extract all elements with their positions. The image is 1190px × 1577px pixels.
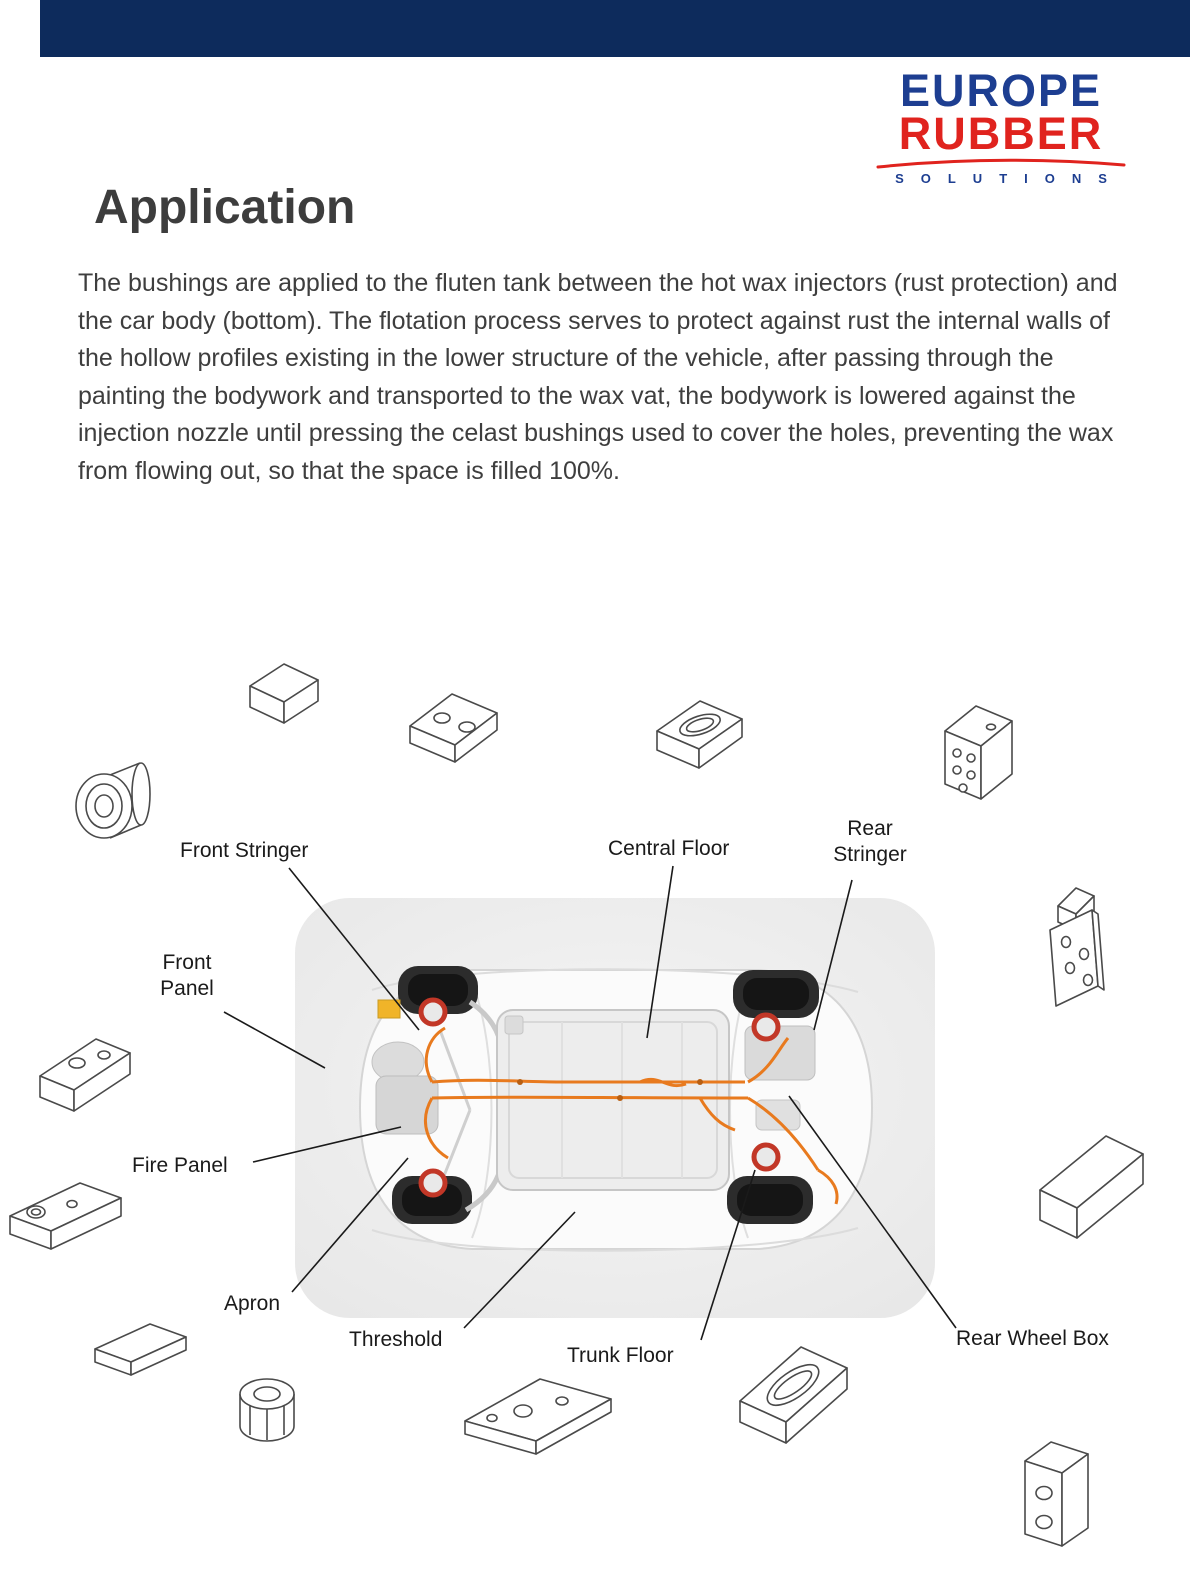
slotted-block-sketch <box>656 700 743 769</box>
intro-paragraph: The bushings are applied to the fluten t… <box>78 269 1118 485</box>
leader-fire-panel <box>252 1126 402 1163</box>
label-front-panel: Front Panel <box>160 951 214 1001</box>
long-bar-with-holes-sketch <box>464 1378 612 1455</box>
two-hole-block-sketch <box>409 693 498 763</box>
label-trunk-floor: Trunk Floor <box>567 1344 674 1367</box>
long-box-bushing-sketch <box>1039 1135 1144 1239</box>
wheel-front-bottom <box>392 1176 472 1224</box>
tall-two-hole-box-sketch <box>1024 1441 1089 1547</box>
battery-pack <box>496 1009 730 1191</box>
leader-central-floor <box>646 865 674 1039</box>
logo-word-rubber: RUBBER <box>898 107 1104 159</box>
label-central-floor: Central Floor <box>608 837 730 860</box>
leader-trunk-floor <box>700 1169 756 1341</box>
company-logo: EUROPE RUBBER SOLUTIONS <box>872 65 1130 186</box>
oval-frame-bushing-sketch <box>739 1346 848 1444</box>
logo-word-solutions: SOLUTIONS <box>895 170 1124 186</box>
page-title: Application <box>94 181 356 235</box>
leader-front-panel <box>223 1011 326 1069</box>
wheel-rear-top <box>733 970 819 1018</box>
label-apron: Apron <box>224 1292 281 1315</box>
wheel-front-top <box>398 966 478 1014</box>
label-rear-stringer: Rear Stringer <box>833 817 907 867</box>
application-diagram: Front Stringer Central Floor Rear String… <box>0 630 1190 1577</box>
leader-rear-wheel-box <box>788 1095 957 1329</box>
car-chassis-illustration <box>295 898 935 1318</box>
label-fire-panel: Fire Panel <box>132 1154 228 1177</box>
rear-stringer-bracket-sketch <box>1049 887 1105 1007</box>
label-rear-wheel-box: Rear Wheel Box <box>956 1327 1109 1350</box>
round-plug-sketch <box>239 1378 295 1442</box>
leader-front-stringer <box>288 867 420 1031</box>
wheel-rear-bottom <box>727 1176 813 1224</box>
orange-harness <box>423 1026 839 1205</box>
diagram-canvas <box>9 663 1144 1547</box>
grommet-bushing-sketch <box>75 762 151 839</box>
leader-threshold <box>463 1211 576 1329</box>
rect-block-bushing-sketch <box>249 663 319 724</box>
long-thin-bracket-sketch <box>9 1182 122 1250</box>
logo-swoosh-icon <box>876 158 1126 168</box>
label-front-stringer: Front Stringer <box>180 839 309 862</box>
leader-rear-stringer <box>813 879 853 1031</box>
label-threshold: Threshold <box>349 1328 443 1351</box>
top-banner-bar <box>40 0 1190 57</box>
logo-word-europe: EUROPE <box>899 65 1103 116</box>
leader-apron <box>291 1157 409 1293</box>
multi-hole-block-sketch <box>944 705 1013 800</box>
small-bar-sketch <box>94 1323 187 1376</box>
two-hole-plate-sketch <box>39 1038 131 1112</box>
leader-lines <box>223 865 957 1341</box>
